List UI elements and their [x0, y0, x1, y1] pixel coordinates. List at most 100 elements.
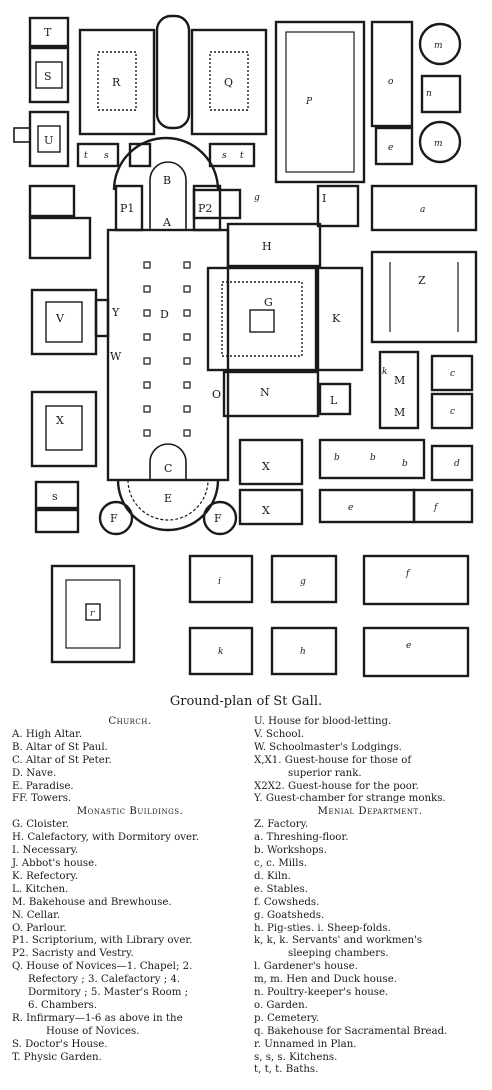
cloister: [206, 266, 318, 372]
label-d: d: [454, 459, 460, 469]
garden: [370, 20, 414, 128]
legend-entry: r. Unnamed in Plan.: [254, 1038, 357, 1050]
legend-entry: J. Abbot's house.: [12, 857, 98, 869]
label-k-1: k: [382, 367, 387, 377]
label-I: I: [322, 192, 326, 205]
label-B: B: [163, 174, 171, 187]
label-g-2: g: [300, 577, 306, 587]
legend-entry: q. Bakehouse for Sacramental Bread.: [254, 1025, 448, 1037]
legend-entry: Q. House of Novices—1. Chapel; 2.: [12, 961, 193, 973]
legend-entry: d. Kiln.: [254, 870, 291, 882]
legend-entry: O. Parlour.: [12, 922, 67, 934]
pig-sties: [270, 626, 338, 676]
legend-entry: X2X2. Guest-house for the poor.: [254, 780, 419, 792]
legend-entry: o. Garden.: [254, 999, 308, 1011]
legend-left: Church.A. High Altar.B. Altar of St Paul…: [12, 716, 248, 1064]
doctors-house: [28, 46, 70, 104]
legend-entry: l. Gardener's house.: [254, 961, 358, 973]
ground-plan-diagram: T S U R Q P o m m n e t s s t B A P1 P2 …: [13, 14, 478, 678]
legend-entry: H. Calefactory, with Dormitory over.: [12, 832, 199, 844]
legend-entry: A. High Altar.: [12, 728, 83, 740]
legend-entry: L. Kitchen.: [12, 883, 69, 895]
legend-entry: U. House for blood-letting.: [254, 716, 392, 727]
label-M-2: M: [394, 406, 405, 419]
school: [30, 288, 98, 356]
label-G: G: [264, 296, 273, 309]
legend-entry: P2. Sacristy and Vestry.: [12, 948, 134, 960]
legend-entry: Refectory ; 3. Calefactory ; 4.: [28, 974, 181, 986]
label-f-2: f: [405, 569, 411, 579]
label-V: V: [55, 312, 65, 325]
label-e-top: e: [388, 143, 393, 153]
legend-entry: Z. Factory.: [254, 819, 309, 831]
legend-entry: D. Nave.: [12, 767, 57, 779]
legend-entry: p. Cemetery.: [254, 1012, 320, 1024]
legend-entry: V. School.: [254, 728, 305, 740]
legend-entry: sleeping chambers.: [288, 948, 389, 960]
label-X2: X: [262, 460, 270, 473]
label-A: A: [162, 216, 172, 229]
legend-entry: Dormitory ; 5. Master's Room ;: [28, 987, 189, 999]
label-c-1: c: [450, 369, 455, 379]
label-p: P: [305, 97, 313, 107]
bakehouse: [378, 350, 420, 430]
label-s-1: s: [104, 151, 109, 161]
label-T: T: [44, 26, 52, 39]
guest-house-superior: [30, 390, 98, 468]
label-O: O: [212, 388, 221, 401]
legend-entry: superior rank.: [288, 767, 362, 779]
legend-entry: n. Poultry-keeper's house.: [254, 987, 389, 999]
label-a: a: [420, 205, 425, 215]
infirmary: [78, 28, 156, 136]
label-t-2: t: [240, 151, 244, 161]
physic-garden: [28, 16, 70, 48]
legend-entry: b. Workshops.: [254, 845, 327, 857]
label-m-top: m: [434, 41, 443, 51]
label-C: C: [164, 462, 172, 475]
label-Y: Y: [111, 306, 120, 319]
label-b-2: b: [370, 453, 376, 463]
label-E: E: [164, 492, 172, 505]
legend-entry: h. Pig-sties. i. Sheep-folds.: [254, 922, 391, 934]
legend-entry: C. Altar of St Peter.: [12, 754, 112, 766]
legend-right: U. House for blood-letting.V. School.W. …: [254, 716, 486, 1077]
legend-entry: P1. Scriptorium, with Library over.: [12, 935, 193, 947]
church-nave: [106, 228, 230, 482]
label-c-2: c: [450, 407, 455, 417]
label-g: g: [254, 193, 260, 203]
label-e: e: [348, 503, 353, 513]
unnamed-building: [50, 564, 136, 664]
label-s-2: s: [222, 151, 227, 161]
label-L: L: [330, 394, 338, 407]
label-K: K: [332, 312, 341, 325]
label-P2: P2: [198, 202, 212, 215]
legend-entry: a. Threshing-floor.: [254, 832, 349, 844]
legend-entry: k, k, k. Servants' and workmen's: [254, 935, 423, 947]
label-W: W: [110, 350, 122, 363]
label-X2b: X: [262, 504, 270, 517]
label-r: r: [90, 609, 95, 619]
label-P1: P1: [120, 202, 134, 215]
label-D: D: [160, 308, 169, 321]
legend-entry: FF. Towers.: [12, 793, 72, 805]
label-o: o: [388, 77, 394, 87]
tower-south: [98, 500, 134, 536]
label-b-3: b: [402, 459, 408, 469]
legend-heading: Monastic Buildings.: [76, 806, 184, 818]
legend-entry: R. Infirmary—1-6 as above in the: [12, 1012, 183, 1024]
label-m-bottom: m: [434, 139, 443, 149]
plan-caption: Ground-plan of St Gall.: [169, 694, 323, 709]
cemetery: [274, 20, 366, 184]
legend-entry: N. Cellar.: [12, 909, 61, 921]
label-M-1: M: [394, 374, 405, 387]
label-e-2: e: [406, 641, 411, 651]
factory: [370, 250, 478, 344]
label-R: R: [112, 76, 121, 89]
label-t-1: t: [84, 151, 88, 161]
legend-entry: 6. Chambers.: [28, 999, 97, 1011]
label-X: X: [56, 414, 64, 427]
label-F-2: F: [214, 512, 222, 525]
label-h: h: [300, 647, 306, 657]
label-Q: Q: [224, 76, 233, 89]
label-S: S: [44, 70, 52, 83]
